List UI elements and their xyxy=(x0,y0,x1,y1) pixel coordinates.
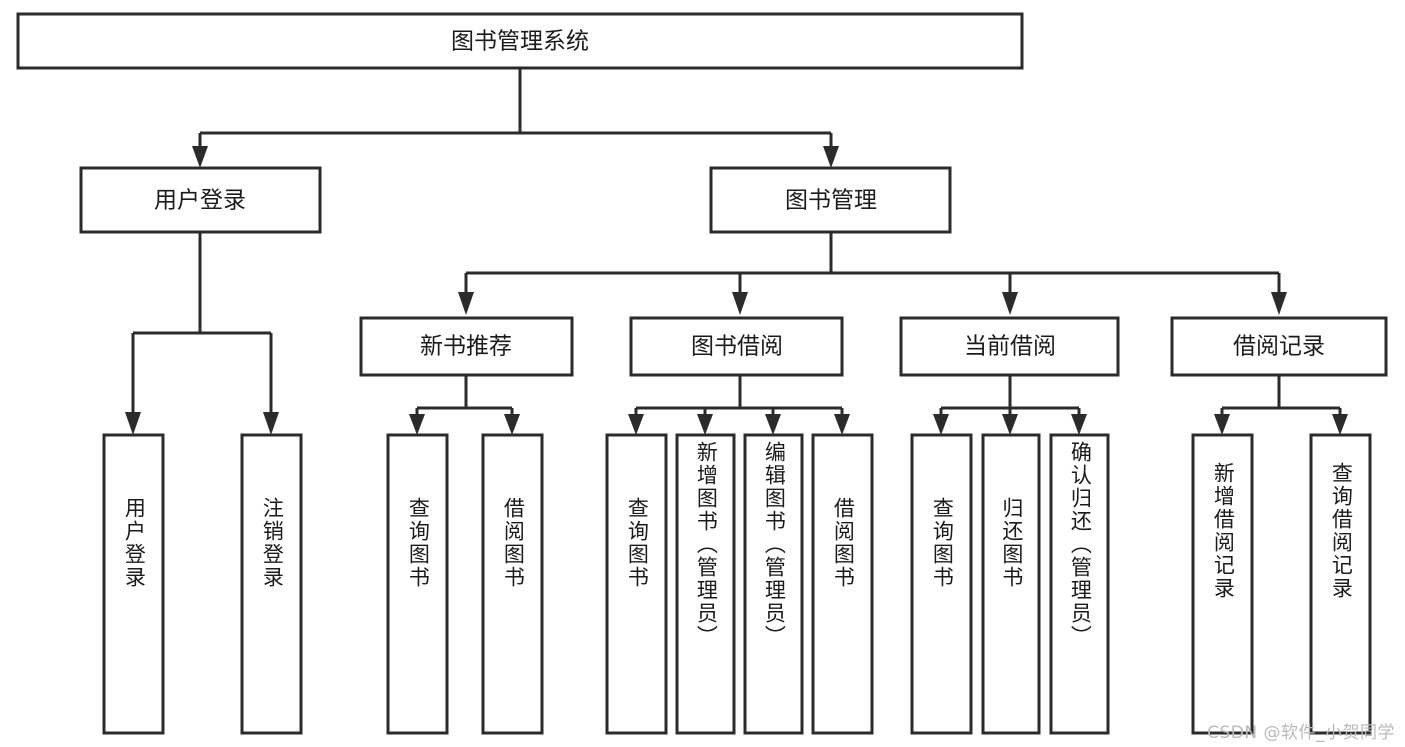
node-user-login[interactable]: 用户登录 xyxy=(79,166,322,234)
node-borrow-record[interactable]: 借阅记录 xyxy=(1170,316,1388,377)
arrow-head-nbr-leaf-2 xyxy=(504,414,520,435)
arrow-head-nbr-leaf-1 xyxy=(409,414,425,435)
node-user-login-rect[interactable] xyxy=(79,166,322,234)
node-current-borrow[interactable]: 当前借阅 xyxy=(899,316,1120,377)
connector-group-borrow-record xyxy=(1214,375,1348,435)
node-book-manage-label: 图书管理 xyxy=(785,188,877,214)
leaf-rect-book-borrow-0[interactable] xyxy=(605,433,668,735)
node-root-label: 图书管理系统 xyxy=(451,29,589,55)
arrow-head-book-manage xyxy=(823,146,839,168)
leaf-rect-borrow-record-0[interactable] xyxy=(1191,433,1254,735)
leaf-rect-borrow-record-1[interactable] xyxy=(1309,433,1372,735)
arrow-head-book-borrow xyxy=(732,292,748,315)
arrow-head-cb-leaf-1 xyxy=(933,414,949,435)
node-new-book-recommend-rect[interactable] xyxy=(359,316,574,377)
arrow-head-current-borrow xyxy=(1002,292,1018,315)
leaf-rect-user-login-1[interactable] xyxy=(240,433,303,735)
arrow-head-borrow-record xyxy=(1271,292,1287,315)
leaf-rect-user-login-0[interactable] xyxy=(102,433,165,735)
arrow-head-bb-leaf-2 xyxy=(697,414,713,435)
node-current-borrow-label: 当前借阅 xyxy=(964,334,1056,360)
node-borrow-record-label: 借阅记录 xyxy=(1233,334,1325,360)
leaf-rect-book-borrow-3[interactable] xyxy=(811,433,874,735)
node-book-borrow-rect[interactable] xyxy=(629,316,844,377)
node-user-login-label: 用户登录 xyxy=(154,188,246,214)
node-book-borrow-label: 图书借阅 xyxy=(691,334,783,360)
arrow-head-cb-leaf-3 xyxy=(1071,414,1087,435)
leaf-rect-book-borrow-1[interactable] xyxy=(675,433,736,735)
node-borrow-record-rect[interactable] xyxy=(1170,316,1388,377)
arrow-head-bb-leaf-4 xyxy=(834,414,850,435)
arrow-head-leaf-user-login xyxy=(125,412,141,435)
leaf-rect-current-borrow-0[interactable] xyxy=(910,433,973,735)
node-book-borrow[interactable]: 图书借阅 xyxy=(629,316,844,377)
arrow-head-bb-leaf-3 xyxy=(765,414,781,435)
node-root-rect[interactable] xyxy=(16,12,1024,70)
connector-group-new-book-recommend xyxy=(409,375,520,435)
arrow-head-bb-leaf-1 xyxy=(628,414,644,435)
arrow-head-new-book-recommend xyxy=(458,292,474,315)
connector-group-current-borrow xyxy=(933,375,1087,435)
node-book-manage[interactable]: 图书管理 xyxy=(709,166,952,234)
connector-group-user-login xyxy=(125,232,279,435)
leaf-rect-new-book-0[interactable] xyxy=(386,433,449,735)
arrow-head-user-login xyxy=(192,146,208,168)
arrow-head-br-leaf-1 xyxy=(1214,414,1230,435)
node-root[interactable]: 图书管理系统 xyxy=(16,12,1024,70)
arrow-head-cb-leaf-2 xyxy=(1002,414,1018,435)
arrow-head-leaf-logout xyxy=(263,412,279,435)
node-current-borrow-rect[interactable] xyxy=(899,316,1120,377)
leaf-rect-current-borrow-1[interactable] xyxy=(981,433,1041,735)
node-new-book-recommend[interactable]: 新书推荐 xyxy=(359,316,574,377)
leaf-rect-new-book-1[interactable] xyxy=(481,433,544,735)
connector-group-book-manage xyxy=(458,232,1287,315)
arrow-head-br-leaf-2 xyxy=(1332,414,1348,435)
connector-group-book-borrow xyxy=(628,375,850,435)
connector-group-root xyxy=(192,68,839,168)
leaf-rect-book-borrow-2[interactable] xyxy=(743,433,804,735)
node-new-book-recommend-label: 新书推荐 xyxy=(420,334,512,360)
leaf-rect-current-borrow-2[interactable] xyxy=(1049,433,1110,735)
node-book-manage-rect[interactable] xyxy=(709,166,952,234)
